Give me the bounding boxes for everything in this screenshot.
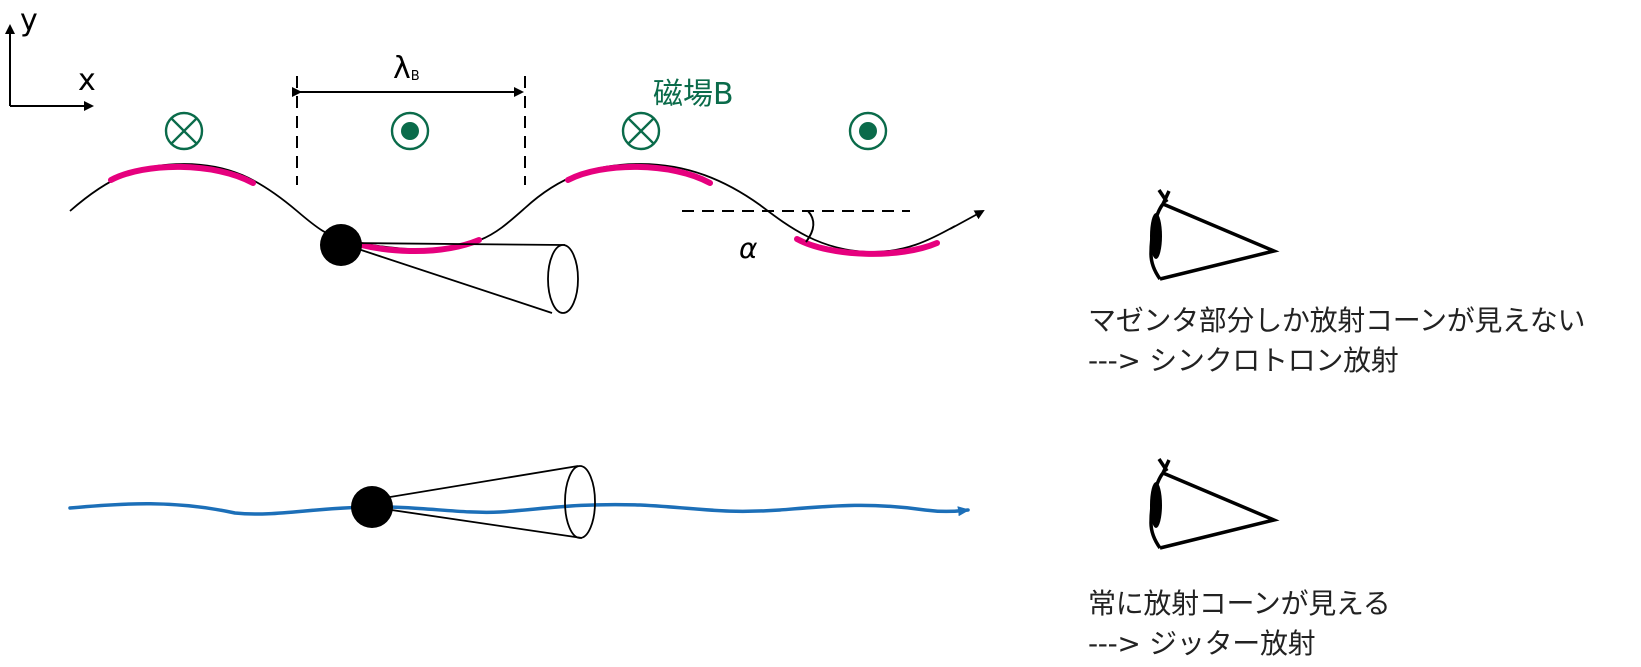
- wavelength-subscript: B: [411, 69, 420, 84]
- trajectory-arrow-head: [949, 210, 985, 230]
- coordinate-axes: y x: [4, 3, 96, 111]
- observer-eye-icon: [1149, 458, 1280, 550]
- observer-eye-icon: [1149, 189, 1280, 281]
- jitter-path: [68, 501, 970, 517]
- jitter-caption: 常に放射コーンが見える ---> ジッター放射: [1088, 584, 1391, 664]
- jitter-caption-line1: 常に放射コーンが見える: [1088, 587, 1391, 620]
- jitter-trajectory: [68, 465, 970, 539]
- particle: [320, 224, 362, 266]
- x-axis-label: x: [78, 63, 96, 98]
- field-into-page-icon: [621, 111, 661, 151]
- particle: [351, 486, 393, 528]
- angle-arc: [805, 210, 815, 243]
- emitting-segment: [565, 163, 713, 186]
- trajectory-curve: [69, 163, 956, 253]
- wavelength-dimension: λB: [292, 51, 526, 185]
- synchrotron-caption-line2: ---> シンクロトロン放射: [1088, 344, 1399, 377]
- field-out-of-page-icon: [390, 111, 430, 151]
- radiation-cone: [345, 242, 579, 314]
- field-into-page-icon: [164, 111, 204, 151]
- angle-label: α: [739, 232, 758, 265]
- field-label: 磁場B: [653, 77, 734, 112]
- jitter-caption-line2: ---> ジッター放射: [1088, 627, 1316, 660]
- synchrotron-trajectory: α: [69, 163, 985, 314]
- field-out-of-page-icon: [848, 111, 888, 151]
- emitting-segment: [794, 236, 940, 257]
- y-axis-label: y: [20, 3, 38, 38]
- synchrotron-caption: マゼンタ部分しか放射コーンが見えない ---> シンクロトロン放射: [1088, 301, 1586, 381]
- emitting-segment: [108, 163, 256, 186]
- radiation-cone: [377, 465, 596, 539]
- synchrotron-caption-line1: マゼンタ部分しか放射コーンが見えない: [1088, 304, 1586, 337]
- wavelength-label: λB: [393, 51, 420, 86]
